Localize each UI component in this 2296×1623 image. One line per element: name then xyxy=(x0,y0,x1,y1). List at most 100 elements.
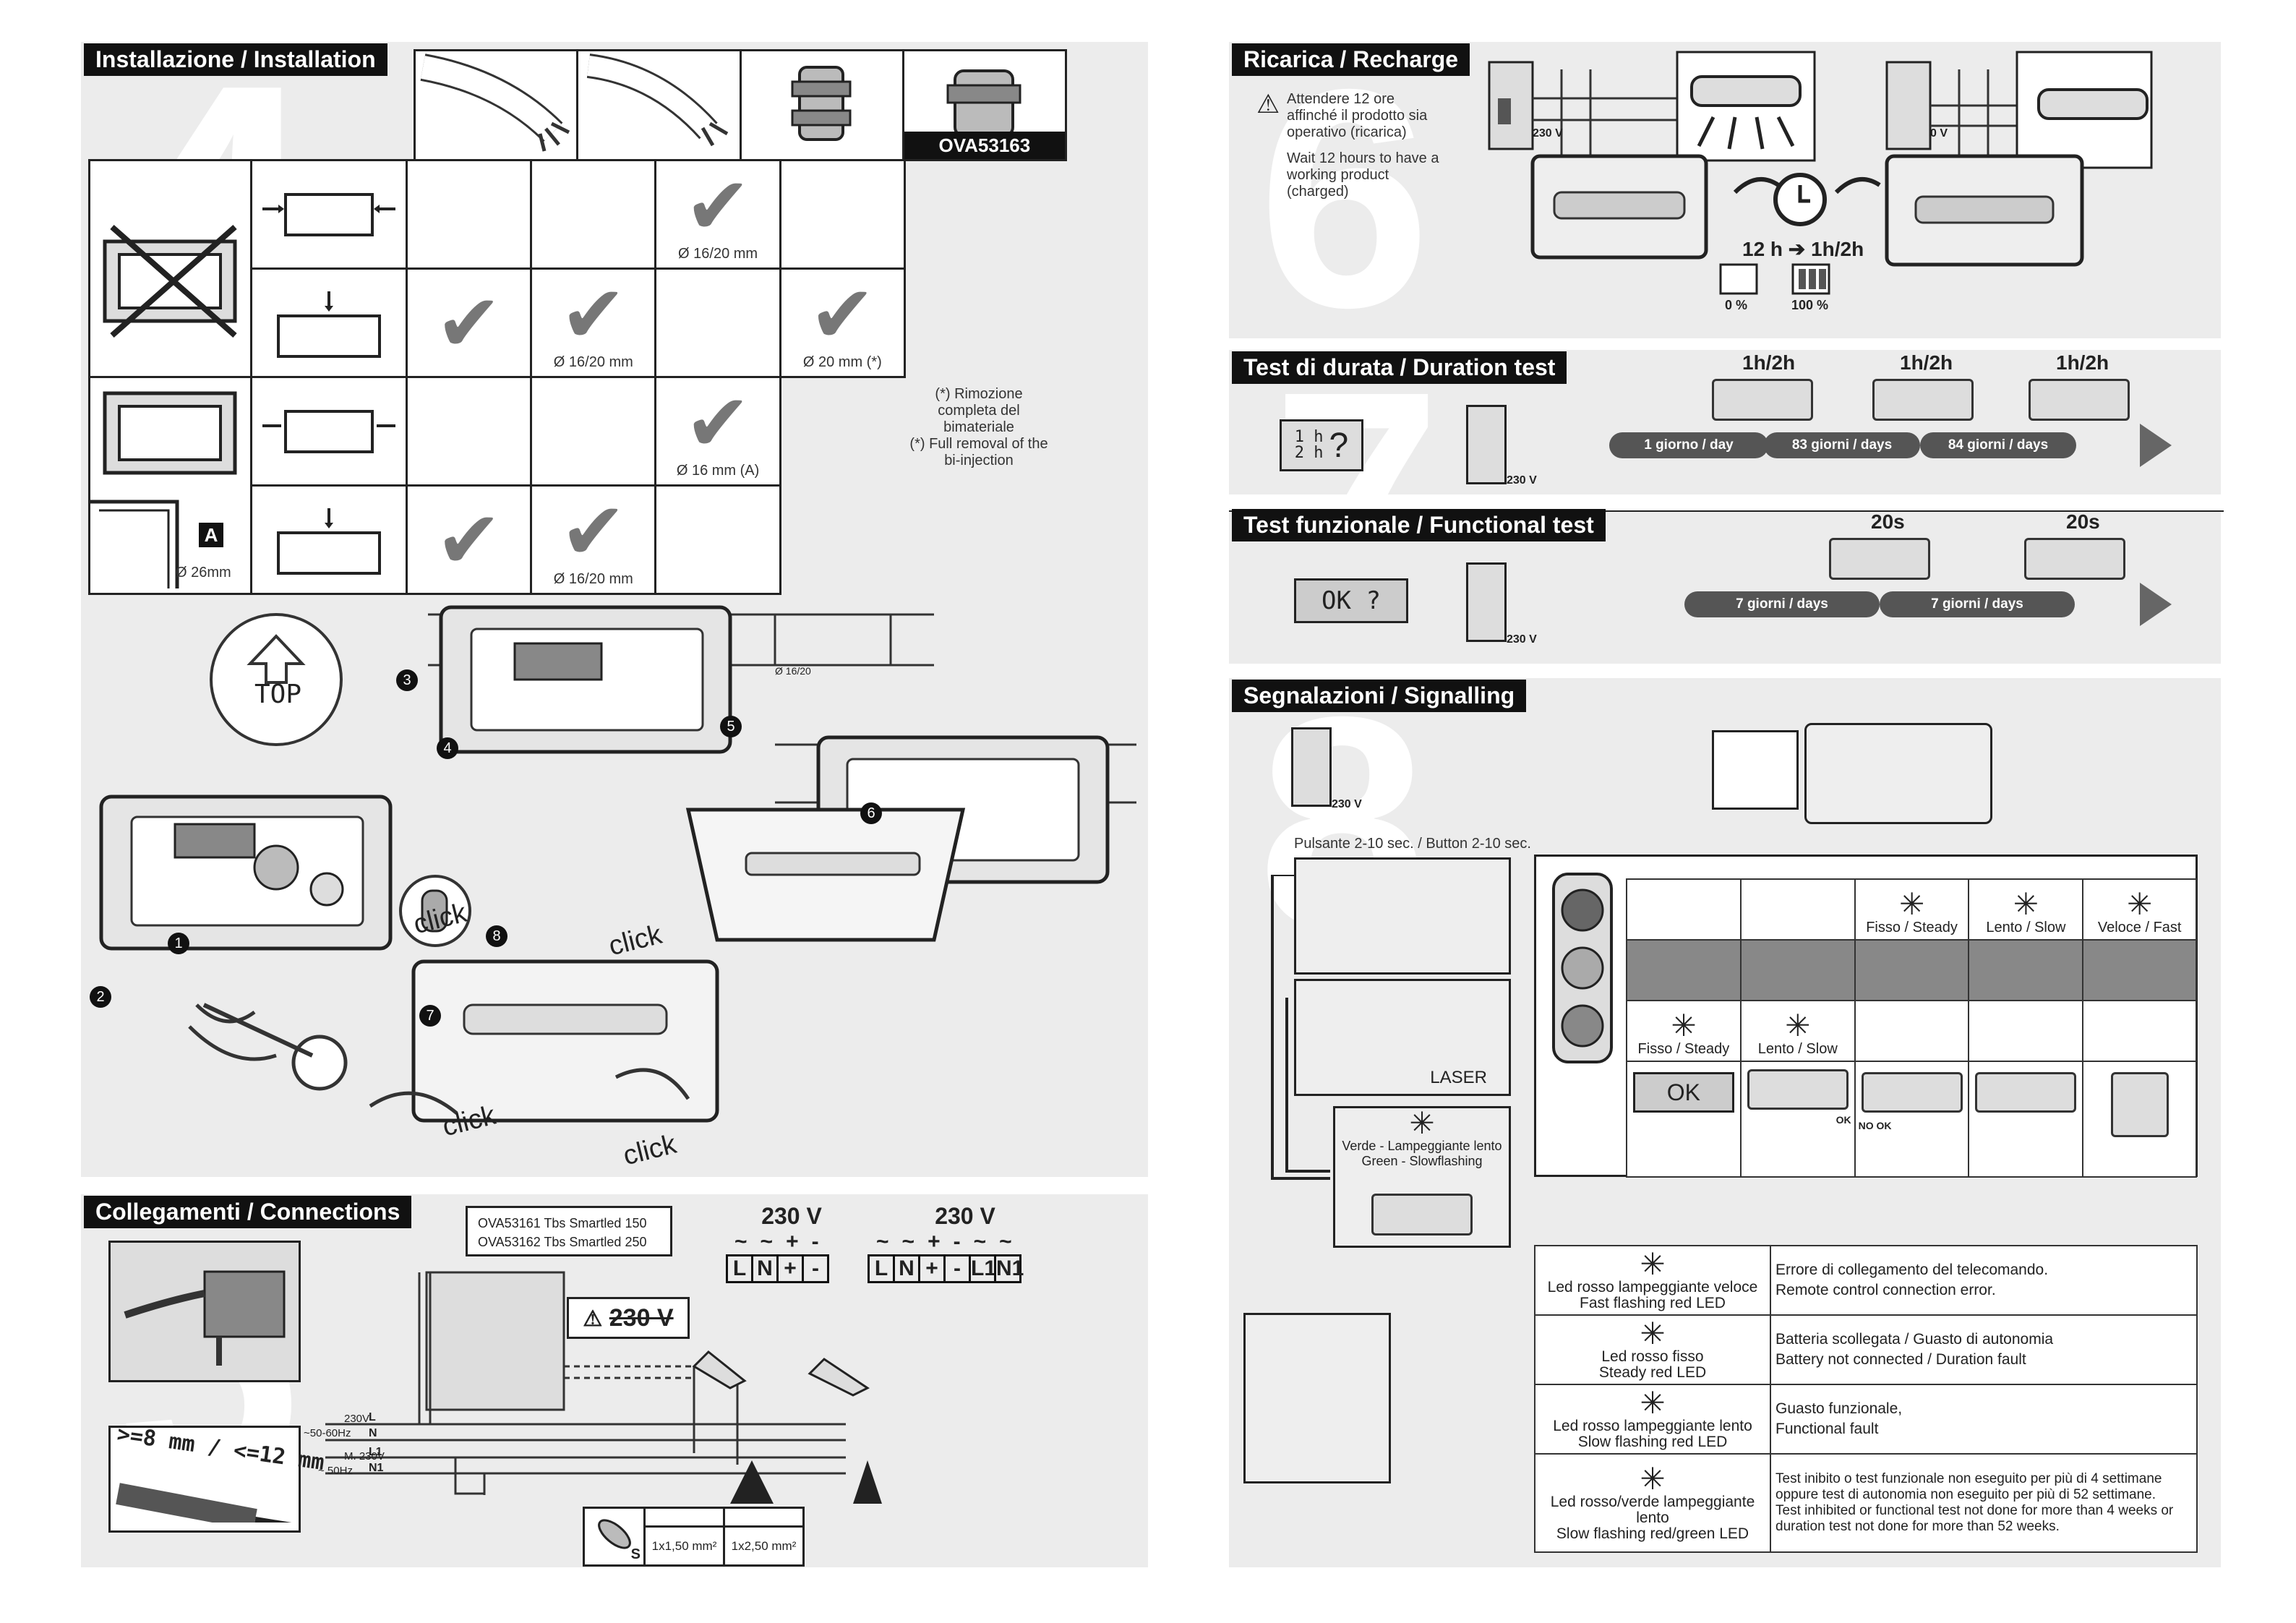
max-header: Max xyxy=(723,1507,805,1528)
check-icon: ✔ xyxy=(684,377,752,469)
functional-voltage: 230 V xyxy=(1507,633,1537,646)
header-fast: ✳Veloce / Fast xyxy=(2082,878,2197,941)
supply-hz: ~50-60Hz xyxy=(304,1427,351,1439)
orientation-vertical-cell xyxy=(249,267,408,378)
check-icon: ✔ xyxy=(435,493,502,586)
line-l: L xyxy=(369,1411,376,1423)
step-7: 7 xyxy=(419,1005,441,1027)
bi-injection-note: (*) Rimozione completa del bimateriale (… xyxy=(909,386,1048,468)
remote-fault-cell xyxy=(2082,1061,2197,1178)
dim-label: Ø 20 mm (*) xyxy=(802,354,882,370)
connector-photo xyxy=(108,1241,301,1382)
ok-badge: OK xyxy=(1632,1072,1734,1113)
product-code-label: OVA53163 xyxy=(904,132,1065,159)
duration-period-3: 84 giorni / days xyxy=(1920,432,2076,458)
led-status-table: ✳Led rosso lampeggiante veloce Fast flas… xyxy=(1534,1245,2198,1553)
gland-cell xyxy=(739,49,904,161)
check-icon: ✔ xyxy=(435,276,502,369)
duration-badge: 1 h 2 h ? xyxy=(1280,419,1363,471)
voltage-a: 230 V xyxy=(761,1203,822,1229)
connections-title: Collegamenti / Connections xyxy=(84,1196,412,1228)
battery-empty-label: 0 % xyxy=(1725,298,1748,312)
led-star-icon: ✳ xyxy=(1785,1008,1811,1043)
supply-50: ~ 50Hz xyxy=(318,1465,353,1477)
step-6: 6 xyxy=(860,802,882,824)
led-star-icon: ✳ xyxy=(1640,1385,1666,1421)
functional-badge: OK ? xyxy=(1294,578,1408,623)
laser-image: LASER xyxy=(1294,979,1511,1096)
check-icon: ✔ xyxy=(560,268,627,361)
lamp-front-icon xyxy=(1804,723,1992,824)
recharge-title: Ricarica / Recharge xyxy=(1232,43,1470,76)
test-lamp-icon xyxy=(1747,1069,1849,1110)
header-steady: ✳Fisso / Steady xyxy=(1854,878,1970,941)
breaker-icon-8 xyxy=(1291,727,1332,807)
cable-flat-cell xyxy=(576,49,742,161)
led-star-icon: ✳ xyxy=(1409,1105,1435,1141)
voltage-warning: ⚠ 230 V xyxy=(567,1297,690,1339)
duration-badge-text: 1 h 2 h xyxy=(1294,428,1324,462)
warning-icon: ⚠ xyxy=(1256,90,1280,119)
voltage-b: 230 V xyxy=(935,1203,995,1229)
test-lamp-icon xyxy=(1829,538,1930,580)
test-lamp-icon xyxy=(2029,379,2130,421)
dim-label: Ø 16/20 mm xyxy=(553,571,633,587)
press-button-image xyxy=(1294,857,1511,975)
section-divider xyxy=(1229,510,2224,512)
lamp-fault-cell xyxy=(1968,1061,2084,1178)
test-cell: OK xyxy=(1739,1061,1856,1178)
green-flash-box: ✳ Verde - Lampeggiante lento Green - Slo… xyxy=(1333,1106,1511,1248)
models-box: OVA53161 Tbs Smartled 150 OVA53162 Tbs S… xyxy=(466,1206,672,1256)
led-star-icon: ✳ xyxy=(1640,1461,1666,1496)
max-value: 1x2,50 mm² xyxy=(723,1525,805,1567)
duration-title: Test di durata / Duration test xyxy=(1232,351,1567,384)
a-marker: A xyxy=(199,523,223,547)
led-row-2-desc: Batteria scollegata / Guasto di autonomi… xyxy=(1770,1314,2198,1385)
led-star-icon: ✳ xyxy=(1898,886,1925,922)
duration-period-2: 83 giorni / days xyxy=(1764,432,1920,458)
recharge-text-en: Wait 12 hours to have a working product … xyxy=(1287,150,1439,200)
ova-gland-cell: OVA53163 xyxy=(901,49,1068,161)
green-flash-text: Verde - Lampeggiante lento Green - Slowf… xyxy=(1342,1139,1502,1168)
supply-m230: M. 230V xyxy=(344,1450,385,1463)
no-ok-label: NO OK xyxy=(1858,1120,1892,1131)
row3-slow: ✳Lento / Slow xyxy=(1739,1000,1856,1062)
step-1: 1 xyxy=(168,933,189,954)
traffic-light-icon xyxy=(1552,873,1613,1063)
wiring-diagram: 230V ~50-60Hz M. 230V ~ 50Hz L N L1 N1 ⚠… xyxy=(304,1243,954,1547)
line-l1: L1 xyxy=(369,1446,382,1458)
model-line-1: OVA53161 Tbs Smartled 150 xyxy=(478,1216,647,1230)
check-icon: ✔ xyxy=(560,485,627,578)
test-lamp-icon xyxy=(1371,1194,1473,1236)
timeline-arrow-icon xyxy=(2140,424,2172,467)
step-4: 4 xyxy=(437,737,458,759)
strip-length: >=8 mm / <=12 mm xyxy=(108,1421,326,1533)
led-star-icon: ✳ xyxy=(2127,886,2153,922)
duration-voltage: 230 V xyxy=(1507,474,1537,487)
installation-main-grid: ✔ Ø 16/20 mm ✔ ✔Ø 16/20 mm ✔Ø 20 mm (*) … xyxy=(88,159,907,595)
lamp-fault-icon xyxy=(1975,1072,2077,1113)
led-row-3-desc: Guasto funzionale, Functional fault xyxy=(1770,1384,2198,1455)
step-5: 5 xyxy=(720,716,742,737)
button-text: Pulsante 2-10 sec. / Button 2-10 sec. xyxy=(1294,836,1531,852)
recharge-voltage-on: 230 V xyxy=(1533,127,1563,140)
dim-label: Ø 16/20 mm xyxy=(553,354,633,370)
check-r2c1: ✔ xyxy=(405,267,533,378)
duration-period-1: 1 giorno / day xyxy=(1609,432,1768,458)
recharge-time: 12 h ➔ 1h/2h xyxy=(1742,238,1864,260)
led-row-4-led: ✳Led rosso/verde lampeggiante lento Slow… xyxy=(1534,1453,1771,1553)
top-label: TOP xyxy=(254,680,302,709)
lamp-side-icon xyxy=(1712,730,1799,810)
functional-period-2: 7 giorni / days xyxy=(1880,591,2075,617)
question-icon: ? xyxy=(1329,426,1349,465)
breaker-icon-7 xyxy=(1466,405,1507,484)
led-row-3-led: ✳Led rosso lampeggiante lento Slow flash… xyxy=(1534,1384,1771,1455)
step-3: 3 xyxy=(396,669,418,691)
check-r2c4: ✔Ø 20 mm (*) xyxy=(779,267,907,378)
installation-title: Installazione / Installation xyxy=(84,43,387,76)
timeline-arrow-icon xyxy=(2140,583,2172,626)
battery-fault-icon xyxy=(1861,1072,1963,1113)
